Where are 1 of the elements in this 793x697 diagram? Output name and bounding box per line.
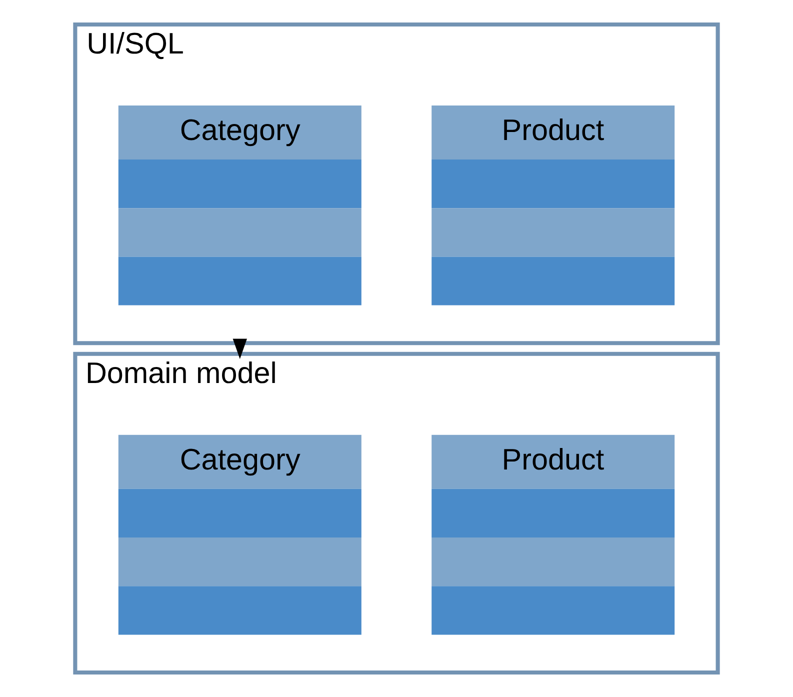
arrow (232, 338, 247, 359)
